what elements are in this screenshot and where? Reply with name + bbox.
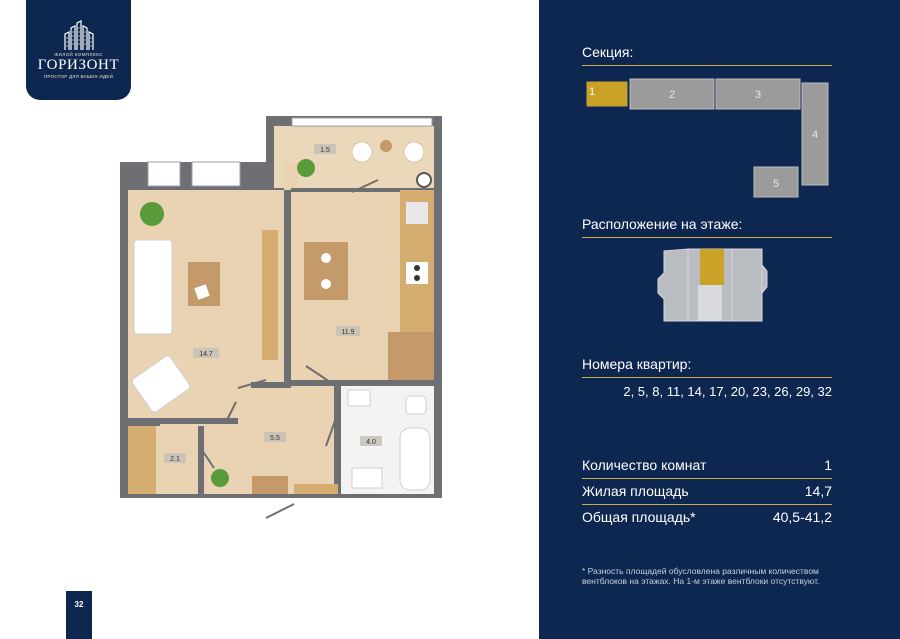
buildings-icon (63, 20, 94, 50)
plant-icon (297, 159, 315, 177)
svg-text:1: 1 (589, 86, 595, 98)
svg-text:2: 2 (669, 89, 675, 101)
section-3[interactable]: 3 (715, 78, 801, 110)
living-room-furniture (131, 202, 278, 413)
interior-walls (128, 188, 436, 494)
bathroom-furniture (347, 389, 431, 491)
apartments-heading: Номера квартир: (582, 356, 832, 378)
kitchen-furniture (304, 172, 434, 380)
stat-value: 1 (824, 457, 832, 473)
logo-tagline: ПРОСТОР ДЛЯ ВАШИХ ИДЕЙ (43, 74, 114, 79)
footnote: * Разность площадей обусловлена различны… (582, 566, 820, 586)
location-heading: Расположение на этаже: (582, 216, 832, 238)
plant-icon (140, 202, 164, 226)
info-panel: Секция: 1 2 3 4 5 Расп (539, 0, 900, 639)
floor-location-map (657, 248, 768, 322)
section-1[interactable]: 1 (585, 80, 629, 108)
room-area-living-room: 14.7 (199, 351, 213, 358)
section-4[interactable]: 4 (801, 82, 829, 186)
svg-text:3: 3 (755, 89, 761, 101)
stat-living-area: Жилая площадь 14,7 (582, 483, 832, 505)
apartment-numbers: 2, 5, 8, 11, 14, 17, 20, 23, 26, 29, 32 (623, 384, 832, 399)
room-area-balcony: 1.5 (320, 147, 330, 154)
page-number: 32 (66, 591, 92, 639)
section-2[interactable]: 2 (629, 78, 715, 110)
stat-total-area: Общая площадь* 40,5-41,2 (582, 509, 832, 531)
logo: ЖИЛОЙ КОМПЛЕКС ГОРИЗОНТ ПРОСТОР ДЛЯ ВАШИ… (26, 0, 131, 100)
section-heading: Секция: (582, 44, 832, 66)
apartment-highlight (700, 249, 724, 285)
stat-rooms: Количество комнат 1 (582, 457, 832, 479)
section-map: 1 2 3 4 5 (585, 78, 829, 198)
stat-label: Жилая площадь (582, 483, 689, 499)
svg-text:5: 5 (773, 178, 779, 190)
stat-label: Количество комнат (582, 457, 707, 473)
room-area-hall: 5.5 (270, 435, 280, 442)
logo-name: ГОРИЗОНТ (37, 57, 120, 73)
plant-icon (211, 469, 229, 487)
stat-label: Общая площадь* (582, 509, 696, 525)
section-5[interactable]: 5 (753, 166, 799, 198)
floor-plan: 1.5 14.7 11.9 5.5 2.1 4.0 (116, 112, 446, 529)
area-labels: 1.5 14.7 11.9 5.5 2.1 4.0 (164, 144, 382, 463)
hall-furniture (128, 426, 338, 494)
windows (147, 117, 433, 187)
room-area-bathroom: 4.0 (366, 439, 376, 446)
svg-text:4: 4 (812, 129, 818, 141)
doors (201, 179, 379, 519)
room-area-storage: 2.1 (170, 456, 180, 463)
stat-value: 40,5-41,2 (772, 509, 832, 525)
logo-subtitle: ЖИЛОЙ КОМПЛЕКС (54, 52, 103, 57)
balcony-furniture (297, 140, 425, 177)
stat-value: 14,7 (804, 483, 832, 499)
room-area-kitchen: 11.9 (341, 329, 354, 336)
